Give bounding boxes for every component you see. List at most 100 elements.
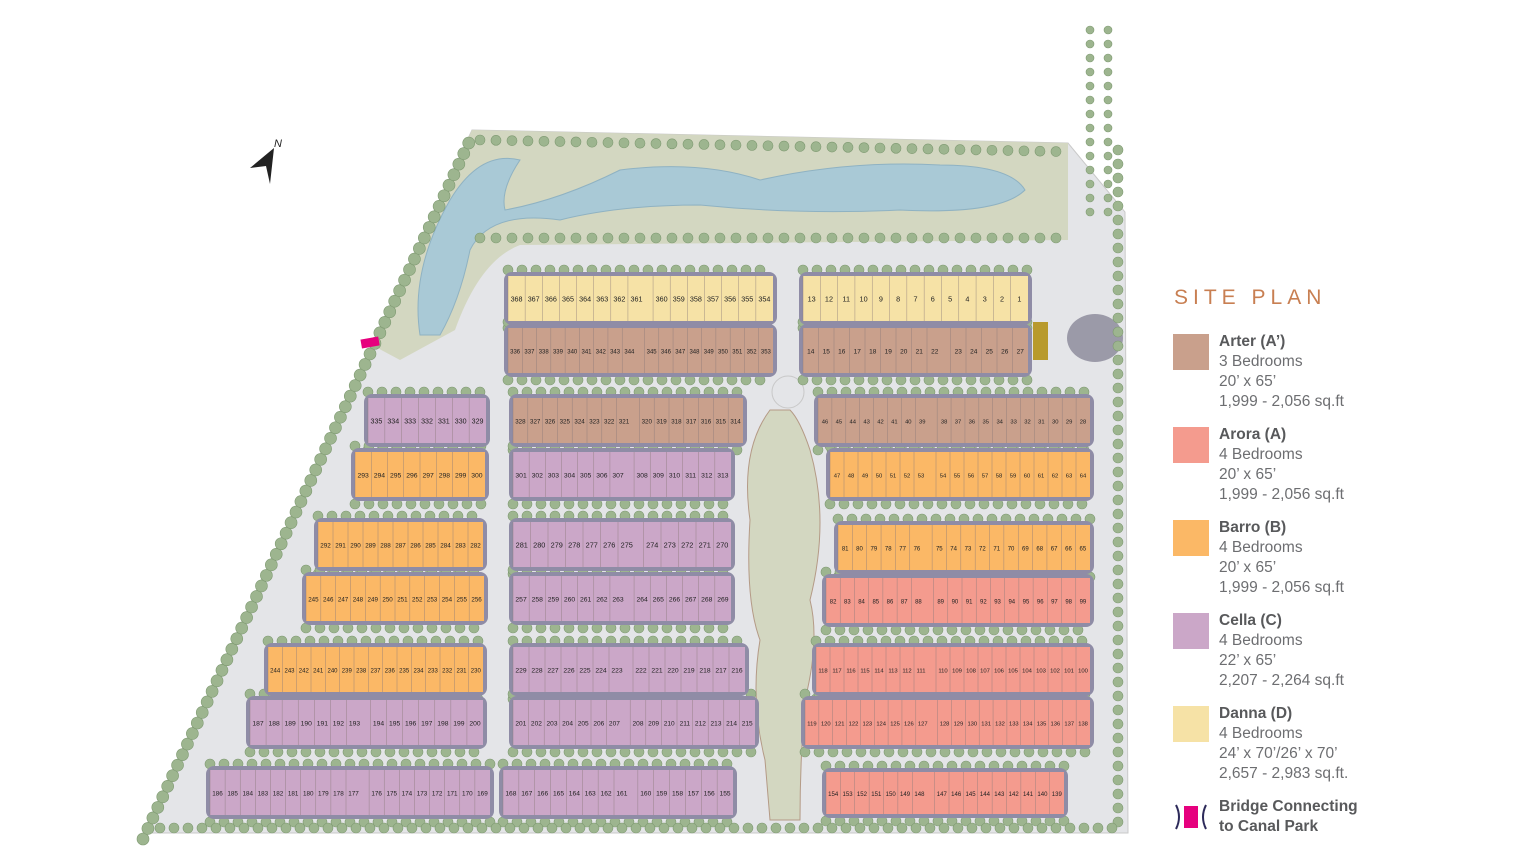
lot-number[interactable]: 7 bbox=[913, 295, 917, 304]
lot-number[interactable]: 203 bbox=[547, 721, 558, 728]
lot-number[interactable]: 59 bbox=[1010, 474, 1017, 480]
lot-number[interactable]: 48 bbox=[848, 474, 855, 480]
lot-number[interactable]: 60 bbox=[1024, 474, 1031, 480]
lot-number[interactable]: 230 bbox=[471, 669, 482, 675]
lot-number[interactable]: 164 bbox=[569, 791, 580, 798]
lot-number[interactable]: 77 bbox=[899, 547, 906, 553]
lot-number[interactable]: 65 bbox=[1079, 547, 1086, 553]
lot-number[interactable]: 66 bbox=[1065, 547, 1072, 553]
lot-number[interactable]: 368 bbox=[511, 295, 523, 304]
lot-number[interactable]: 20 bbox=[900, 349, 908, 356]
lot-number[interactable]: 195 bbox=[389, 721, 401, 728]
lot-number[interactable]: 198 bbox=[437, 721, 449, 728]
lot-number[interactable]: 69 bbox=[1022, 547, 1029, 553]
lot-number[interactable]: 207 bbox=[609, 721, 620, 728]
lot-number[interactable]: 140 bbox=[1037, 792, 1048, 798]
lot-number[interactable]: 256 bbox=[471, 597, 482, 604]
lot-number[interactable]: 109 bbox=[952, 669, 962, 675]
lot-number[interactable]: 310 bbox=[669, 473, 681, 480]
lot-number[interactable]: 240 bbox=[327, 669, 338, 675]
lot-number[interactable]: 183 bbox=[258, 791, 269, 798]
lot-number[interactable]: 31 bbox=[1038, 420, 1044, 426]
lot-number[interactable]: 227 bbox=[547, 668, 558, 675]
lot-number[interactable]: 2 bbox=[1000, 295, 1004, 304]
lot-number[interactable]: 73 bbox=[965, 547, 972, 553]
lot-number[interactable]: 355 bbox=[741, 295, 753, 304]
lot-number[interactable]: 206 bbox=[593, 721, 604, 728]
lot-number[interactable]: 359 bbox=[673, 295, 685, 304]
lot-number[interactable]: 277 bbox=[586, 541, 598, 550]
lot-number[interactable]: 251 bbox=[397, 597, 408, 604]
lot-number[interactable]: 108 bbox=[966, 669, 977, 675]
lot-number[interactable]: 91 bbox=[966, 600, 973, 606]
lot-number[interactable]: 132 bbox=[995, 722, 1005, 728]
lot-number[interactable]: 123 bbox=[862, 722, 872, 728]
lot-number[interactable]: 33 bbox=[1010, 420, 1016, 426]
lot-number[interactable]: 336 bbox=[510, 350, 521, 356]
lot-number[interactable]: 174 bbox=[402, 791, 413, 798]
lot-number[interactable]: 147 bbox=[937, 792, 948, 798]
lot-number[interactable]: 347 bbox=[675, 350, 686, 356]
lot-number[interactable]: 160 bbox=[640, 791, 651, 798]
lot-number[interactable]: 246 bbox=[323, 597, 334, 604]
lot-number[interactable]: 46 bbox=[822, 420, 828, 426]
lot-number[interactable]: 87 bbox=[901, 600, 908, 606]
lot-number[interactable]: 224 bbox=[595, 668, 606, 675]
lot-number[interactable]: 159 bbox=[656, 791, 667, 798]
lot-number[interactable]: 291 bbox=[335, 543, 346, 550]
lot-number[interactable]: 22 bbox=[931, 349, 939, 356]
lot-number[interactable]: 82 bbox=[830, 600, 837, 606]
lot-number[interactable]: 35 bbox=[983, 420, 989, 426]
lot-number[interactable]: 262 bbox=[596, 597, 608, 604]
lot-number[interactable]: 169 bbox=[477, 791, 488, 798]
lot-number[interactable]: 98 bbox=[1065, 600, 1072, 606]
lot-number[interactable]: 340 bbox=[567, 350, 578, 356]
lot-number[interactable]: 152 bbox=[857, 792, 868, 798]
lot-number[interactable]: 151 bbox=[871, 792, 882, 798]
lot-number[interactable]: 142 bbox=[1009, 792, 1020, 798]
lot-number[interactable]: 223 bbox=[611, 668, 622, 675]
lot-number[interactable]: 234 bbox=[413, 669, 424, 675]
lot-number[interactable]: 242 bbox=[299, 669, 310, 675]
lot-number[interactable]: 5 bbox=[948, 295, 952, 304]
lot-number[interactable]: 18 bbox=[869, 349, 877, 356]
lot-number[interactable]: 293 bbox=[357, 473, 369, 480]
lot-number[interactable]: 284 bbox=[440, 543, 451, 550]
lot-number[interactable]: 323 bbox=[589, 419, 600, 426]
lot-number[interactable]: 40 bbox=[905, 420, 912, 426]
lot-number[interactable]: 30 bbox=[1052, 420, 1059, 426]
lot-number[interactable]: 41 bbox=[891, 420, 897, 426]
lot-number[interactable]: 202 bbox=[531, 721, 542, 728]
lot-number[interactable]: 71 bbox=[993, 547, 1000, 553]
lot-number[interactable]: 166 bbox=[537, 791, 548, 798]
lot-number[interactable]: 311 bbox=[685, 473, 696, 480]
lot-number[interactable]: 344 bbox=[624, 350, 635, 356]
lot-number[interactable]: 27 bbox=[1017, 349, 1025, 356]
lot-number[interactable]: 214 bbox=[726, 721, 737, 728]
lot-number[interactable]: 168 bbox=[505, 791, 516, 798]
lot-number[interactable]: 312 bbox=[701, 473, 713, 480]
lot-number[interactable]: 10 bbox=[860, 295, 868, 304]
lot-number[interactable]: 131 bbox=[981, 722, 991, 728]
lot-number[interactable]: 79 bbox=[871, 547, 878, 553]
lot-number[interactable]: 300 bbox=[471, 473, 483, 480]
lot-number[interactable]: 113 bbox=[888, 669, 898, 675]
lot-number[interactable]: 143 bbox=[994, 792, 1005, 798]
lot-number[interactable]: 350 bbox=[718, 350, 729, 356]
lot-number[interactable]: 268 bbox=[701, 597, 713, 604]
lot-number[interactable]: 337 bbox=[524, 350, 535, 356]
lot-number[interactable]: 52 bbox=[904, 474, 911, 480]
lot-number[interactable]: 75 bbox=[936, 547, 943, 553]
canal-park-bridge-marker[interactable] bbox=[360, 336, 380, 349]
lot-number[interactable]: 307 bbox=[612, 473, 624, 480]
lot-number[interactable]: 54 bbox=[940, 474, 947, 480]
lot-number[interactable]: 315 bbox=[716, 419, 727, 426]
lot-number[interactable]: 13 bbox=[808, 295, 816, 304]
lot-number[interactable]: 167 bbox=[521, 791, 532, 798]
lot-number[interactable]: 343 bbox=[610, 350, 621, 356]
lot-number[interactable]: 279 bbox=[551, 541, 563, 550]
lot-number[interactable]: 332 bbox=[421, 418, 433, 426]
lot-number[interactable]: 78 bbox=[885, 547, 892, 553]
lot-number[interactable]: 250 bbox=[382, 597, 393, 604]
lot-number[interactable]: 130 bbox=[967, 722, 977, 728]
